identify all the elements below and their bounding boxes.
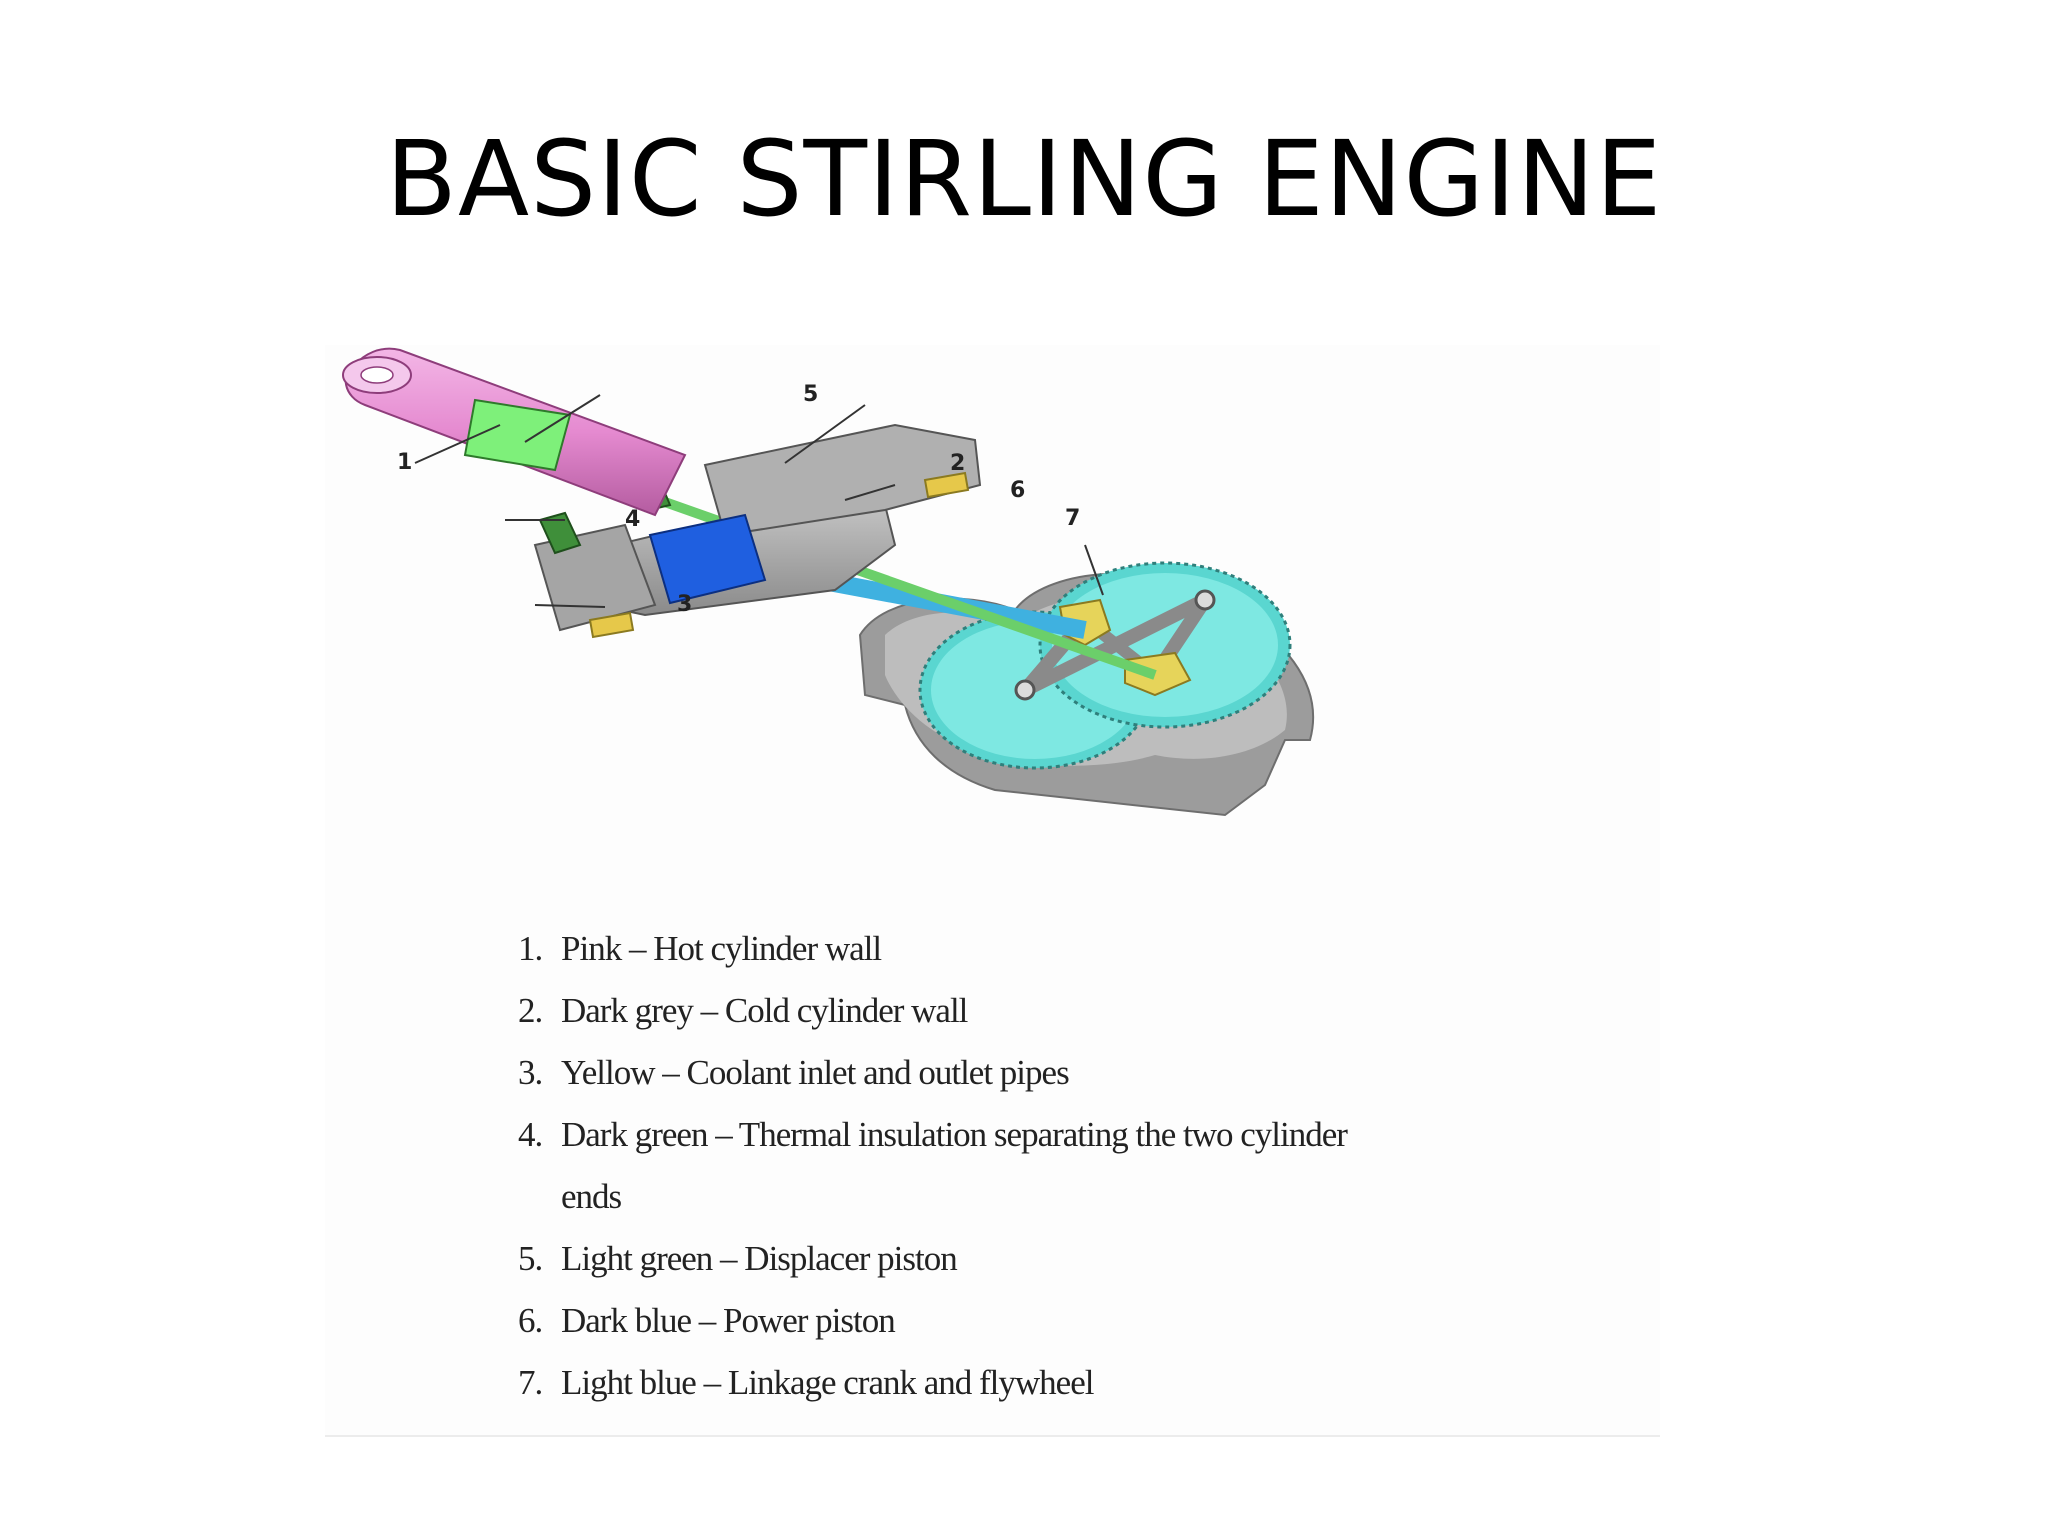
legend-item: 2. Dark grey – Cold cylinder wall xyxy=(518,980,1361,1042)
legend-text: Light green – Displacer piston xyxy=(561,1239,958,1278)
legend-text: Dark grey – Cold cylinder wall xyxy=(561,991,968,1030)
legend-text: Light blue – Linkage crank and flywheel xyxy=(561,1363,1094,1402)
slide-title: BASIC STIRLING ENGINE xyxy=(385,118,1663,240)
legend-number: 1. xyxy=(518,929,543,968)
callout-4: 4 xyxy=(625,507,640,532)
legend-item: 6. Dark blue – Power piston xyxy=(518,1290,1361,1352)
legend-number: 5. xyxy=(518,1239,543,1278)
legend-number: 3. xyxy=(518,1053,543,1092)
legend-text: Yellow – Coolant inlet and outlet pipes xyxy=(561,1053,1070,1092)
legend-item: 4. Dark green – Thermal insulation separ… xyxy=(518,1104,1361,1228)
legend-number: 2. xyxy=(518,991,543,1030)
callout-2: 2 xyxy=(950,451,965,476)
leader-lines xyxy=(414,394,1104,608)
callout-5: 5 xyxy=(803,382,818,407)
legend-item: 5. Light green – Displacer piston xyxy=(518,1228,1361,1290)
callout-1: 1 xyxy=(397,450,412,475)
legend-item: 3. Yellow – Coolant inlet and outlet pip… xyxy=(518,1042,1361,1104)
callout-7: 7 xyxy=(1065,506,1080,531)
displacer-piston xyxy=(463,398,572,472)
legend-text: Dark green – Thermal insulation separati… xyxy=(561,1115,1348,1216)
legend-number: 6. xyxy=(518,1301,543,1340)
legend-text: Pink – Hot cylinder wall xyxy=(561,929,882,968)
power-piston xyxy=(648,513,767,605)
stirling-engine-diagram: 1 2 3 4 5 6 7 xyxy=(342,347,1315,817)
flywheel-right xyxy=(1038,561,1292,729)
diagram-panel: 1 2 3 4 5 6 7 xyxy=(325,345,1660,1437)
legend-item: 7. Light blue – Linkage crank and flywhe… xyxy=(518,1352,1361,1414)
legend-text: Dark blue – Power piston xyxy=(561,1301,896,1340)
callout-3: 3 xyxy=(677,592,692,617)
legend-number: 4. xyxy=(518,1115,543,1154)
callout-6: 6 xyxy=(1010,478,1025,503)
legend-list: 1. Pink – Hot cylinder wall 2. Dark grey… xyxy=(518,918,1361,1414)
legend-number: 7. xyxy=(518,1363,543,1402)
legend-item: 1. Pink – Hot cylinder wall xyxy=(518,918,1361,980)
coolant-pipes xyxy=(588,471,970,639)
